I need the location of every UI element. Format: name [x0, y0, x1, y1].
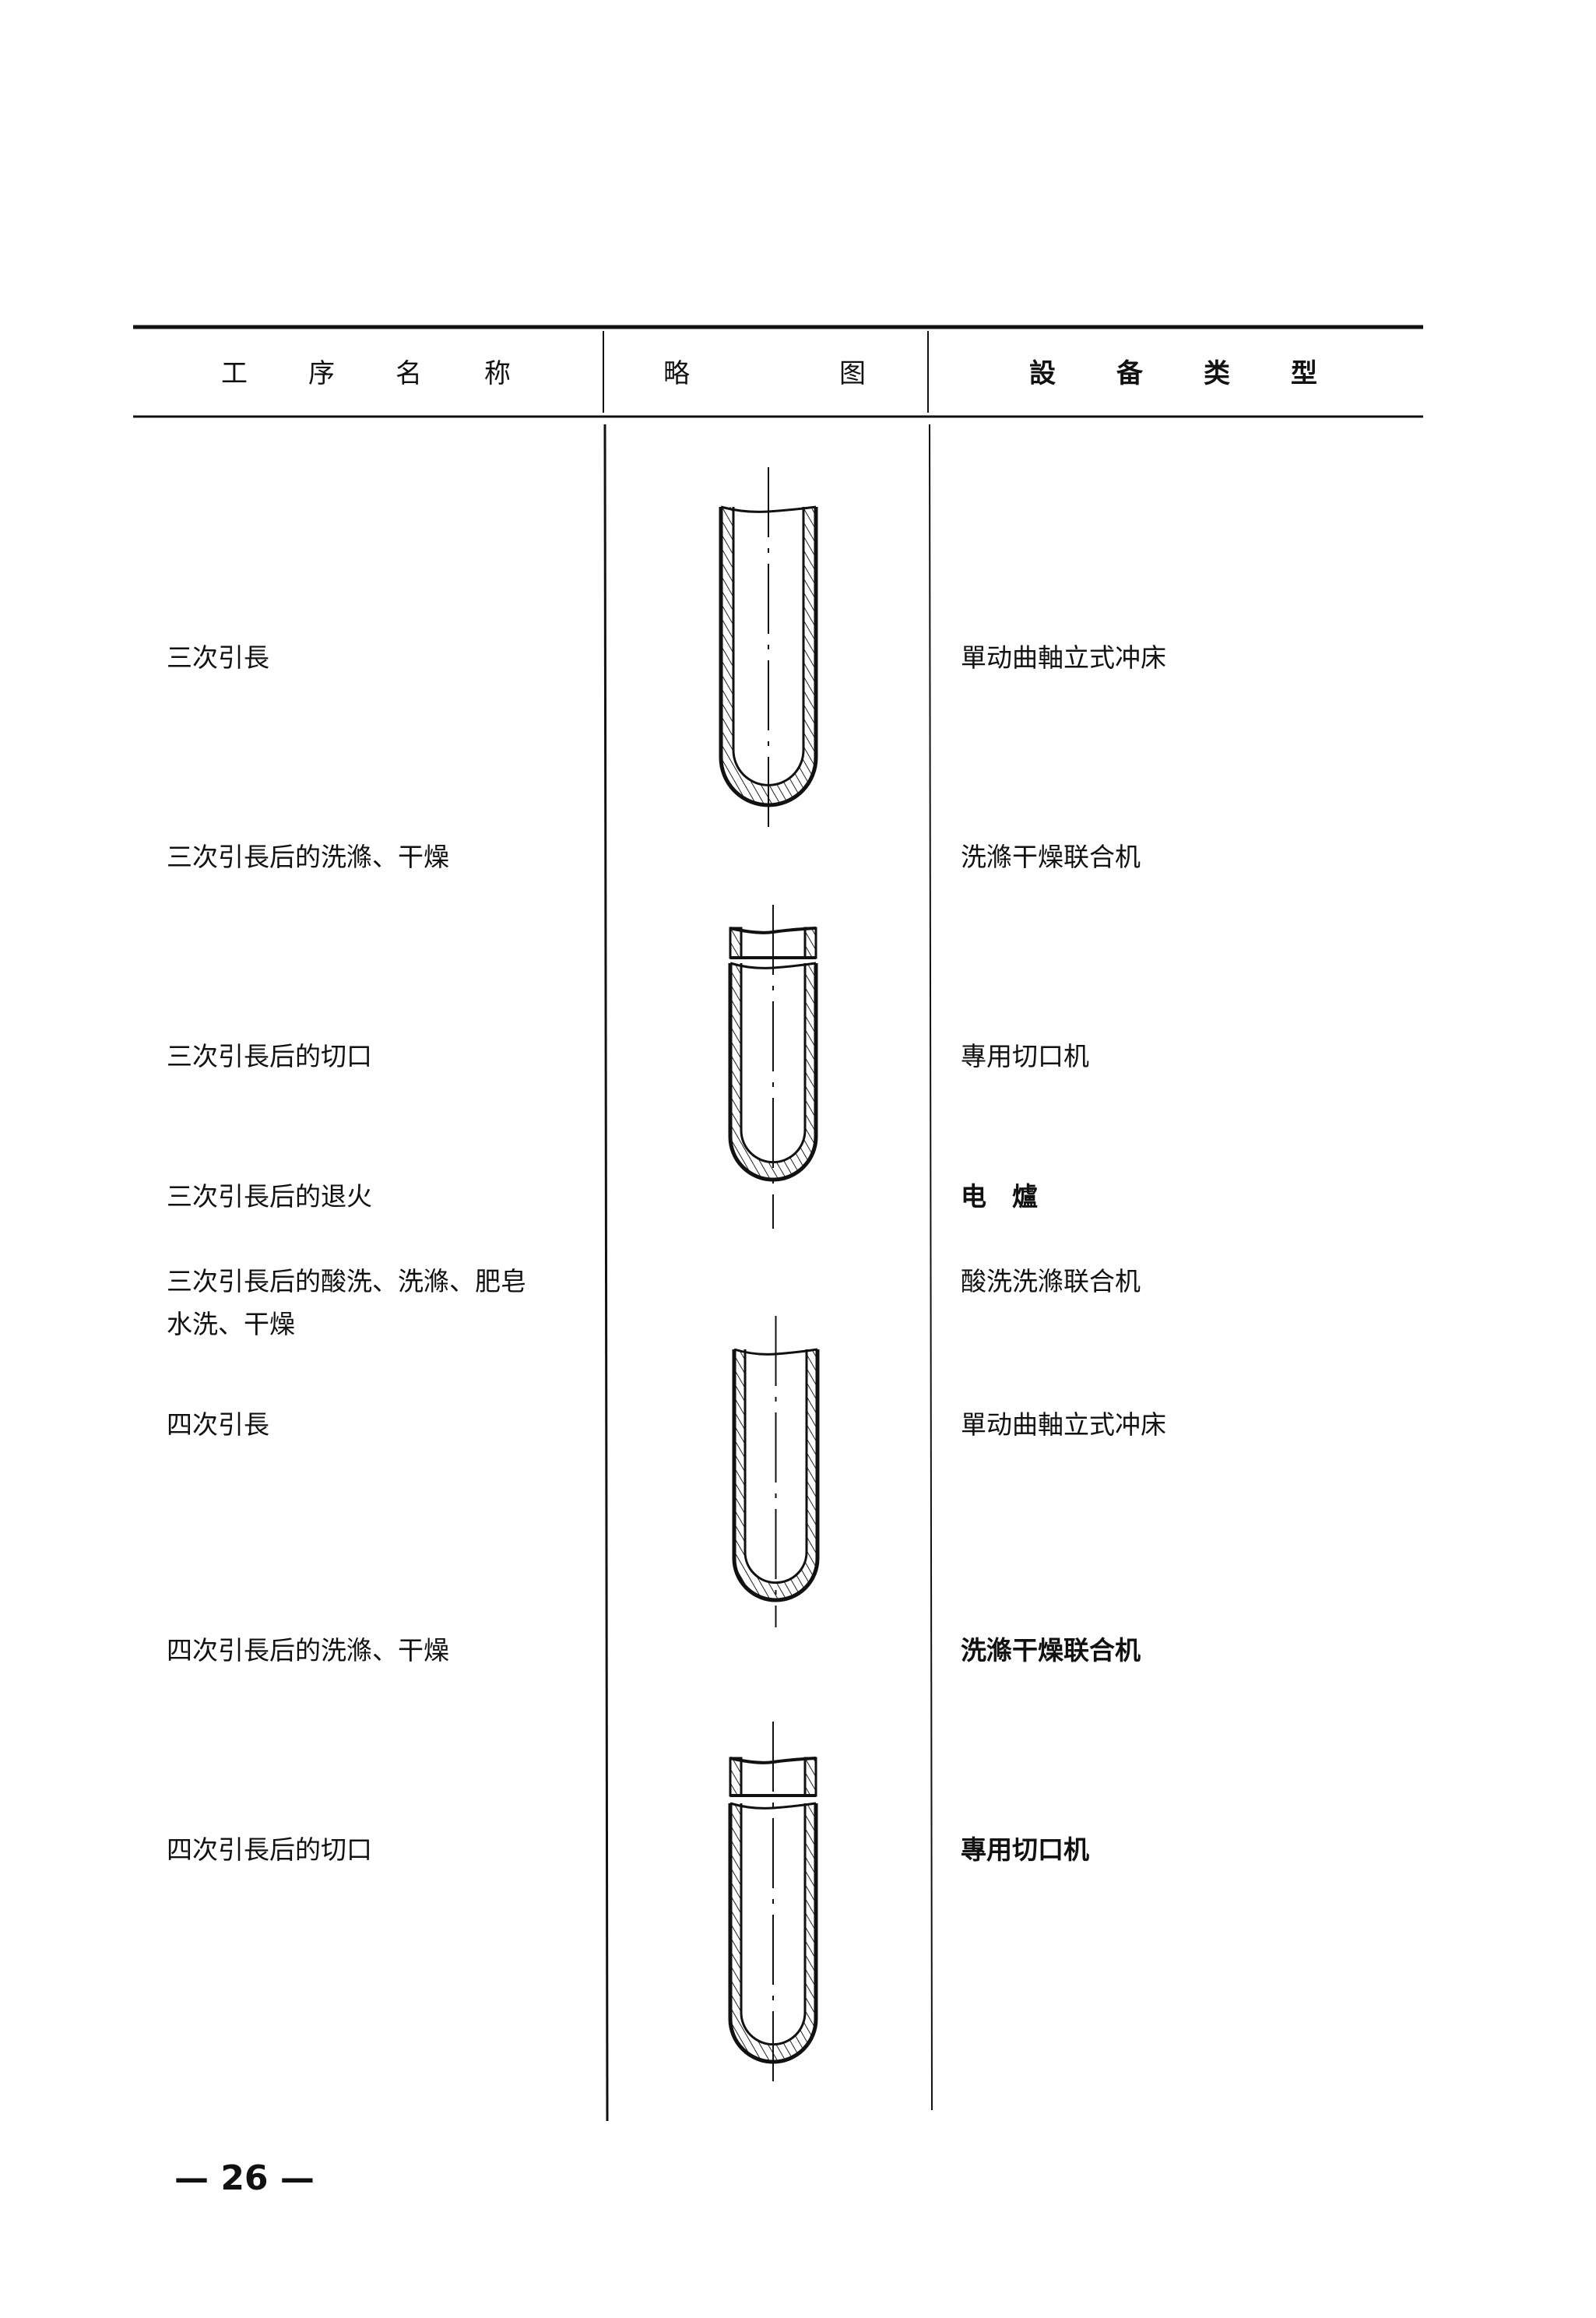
process-name: 三次引長后的酸洗、洗滌、肥皂 [167, 1266, 526, 1296]
header-char: 序 [308, 358, 335, 389]
equipment-type: 洗滌干燥联合机 [961, 842, 1141, 872]
header-char: 备 [1116, 358, 1143, 389]
page-number: — 26 — [174, 2158, 315, 2198]
tube-wall-hatch [721, 507, 816, 805]
process-name: 四次引長后的切口 [167, 1834, 372, 1865]
tube-wall-hatch [730, 1803, 816, 2062]
header-char: 名 [395, 358, 422, 389]
column-divider-2 [929, 424, 933, 2111]
equipment-type: 电 爐 [961, 1181, 1038, 1212]
process-name: 三次引長 [167, 642, 269, 673]
header-char: 图 [839, 358, 866, 389]
tube-break-line [729, 1802, 817, 1810]
header-char: 工 [221, 358, 248, 389]
header-char: 称 [484, 358, 511, 389]
tube-outline [732, 1349, 820, 1602]
tube-inner-outline [744, 1349, 808, 1585]
header-char: 型 [1291, 358, 1317, 389]
cut-ring-wall [803, 927, 817, 959]
process-name: 三次引長后的切口 [167, 1041, 372, 1071]
tube-wall-hatch [734, 1349, 817, 1600]
process-name: 三次引長后的洗滌、干燥 [167, 842, 449, 872]
header-char: 略 [663, 358, 690, 389]
process-name: 四次引長 [167, 1409, 269, 1440]
cut-ring-wall [729, 927, 743, 959]
equipment-type: 酸洗洗滌联合机 [961, 1266, 1141, 1296]
process-name-line2: 水洗、干燥 [167, 1309, 295, 1339]
equipment-type: 單动曲軸立式冲床 [961, 642, 1166, 673]
tube-wall-hatch [730, 963, 816, 1180]
equipment-type: 洗滌干燥联合机 [961, 1635, 1141, 1666]
equipment-type: 專用切口机 [961, 1041, 1089, 1071]
header-char: 設 [1029, 358, 1056, 389]
process-name: 四次引長后的洗滌、干燥 [167, 1635, 449, 1666]
equipment-type: 單动曲軸立式冲床 [961, 1409, 1166, 1440]
header-char: 类 [1204, 358, 1230, 389]
column-divider-1 [603, 424, 609, 2122]
cut-ring-wall [729, 1757, 743, 1797]
equipment-type: 專用切口机 [961, 1834, 1089, 1865]
cut-ring-wall [803, 1757, 817, 1797]
process-name: 三次引長后的退火 [167, 1181, 372, 1212]
